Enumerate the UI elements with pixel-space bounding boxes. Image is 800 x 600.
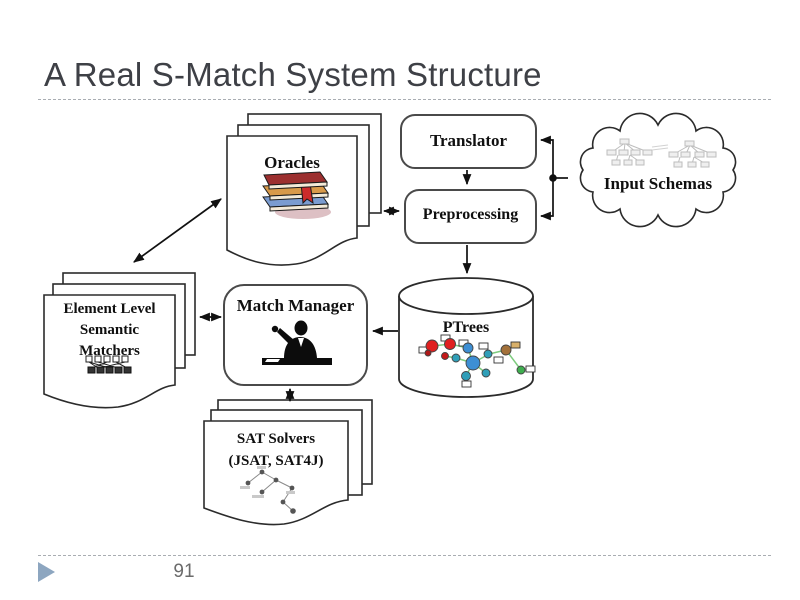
- footer-divider: [38, 555, 771, 556]
- title-divider: [38, 99, 771, 100]
- ptrees-label: PTrees: [442, 319, 490, 336]
- match-manager-label: Match Manager: [236, 296, 355, 315]
- schema-trees-icon: [606, 138, 717, 168]
- preprocessing-box: [404, 189, 537, 244]
- sat-solvers-label-line1: SAT Solvers: [236, 431, 316, 447]
- translator-box: [400, 114, 537, 169]
- input-schemas-label: Input Schemas: [603, 174, 713, 193]
- preprocessing-label: Preprocessing: [422, 206, 519, 223]
- cloud-shape: [579, 112, 737, 228]
- connector-cloud-to-preprocessing: [539, 178, 554, 221]
- books-stack-icon: [262, 171, 331, 219]
- element-level-label-line2: Semantic: [79, 322, 140, 338]
- connector-junction-dot: [549, 174, 557, 182]
- sat-solvers-label: SAT Solvers (JSAT, SAT4J): [204, 428, 348, 472]
- page-number: 91: [173, 561, 195, 582]
- element-level-label: Element Level Semantic Matchers: [44, 299, 175, 362]
- colored-tree-icon: [418, 334, 536, 388]
- sat-tree-icon: [240, 466, 296, 514]
- sat-solvers-label-line2: (JSAT, SAT4J): [228, 453, 324, 469]
- manager-silhouette-icon: [262, 320, 332, 365]
- element-level-label-line3: Matchers: [79, 343, 140, 359]
- sat-solvers-document-stack: [203, 399, 373, 526]
- page-title: A Real S-Match System Structure: [44, 56, 542, 93]
- arrow-oracles-element-level: [133, 198, 222, 263]
- connector-cloud-to-translator: [539, 135, 554, 178]
- oracles-label: Oracles: [264, 153, 320, 172]
- footer-bullet-icon: [38, 562, 55, 582]
- diagram-connectors: [133, 135, 568, 403]
- matcher-links-icon: [85, 355, 132, 374]
- translator-label: Translator: [429, 131, 508, 150]
- element-level-label-line1: Element Level: [63, 301, 156, 317]
